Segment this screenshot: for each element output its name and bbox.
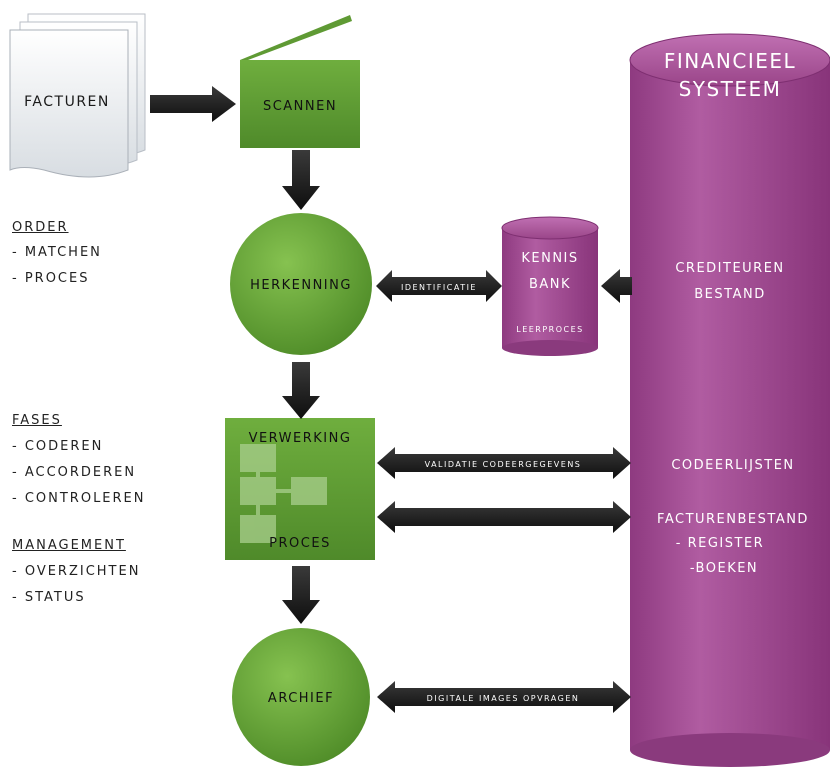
digital-images-label: DIGITALE IMAGES OPVRAGEN — [427, 694, 580, 703]
creditors-file-label-2: BESTAND — [694, 287, 765, 302]
digital-images-double-arrow: DIGITALE IMAGES OPVRAGEN — [377, 681, 631, 713]
invoice-file-label: FACTURENBESTAND — [657, 512, 809, 527]
management-item-status: - STATUS — [12, 590, 86, 605]
financial-system-cylinder: FINANCIEEL SYSTEEM CREDITEUREN BESTAND C… — [629, 33, 830, 767]
knowledge-bank-cylinder: KENNIS BANK LEERPROCES — [501, 216, 599, 356]
financial-system-title-2: SYSTEEM — [679, 77, 782, 101]
processing-box: VERWERKING PROCES — [225, 418, 375, 560]
scanner-box: SCANNEN — [240, 15, 360, 148]
processing-subtitle: PROCES — [269, 536, 331, 551]
archive-circle: ARCHIEF — [232, 628, 370, 766]
validation-double-arrow: VALIDATIE CODEERGEGEVENS — [377, 447, 631, 479]
arrow-invoices-to-scan — [150, 86, 236, 122]
recognition-label: HERKENNING — [250, 278, 352, 293]
knowledge-bank-label-2: BANK — [529, 277, 571, 292]
phases-item-coding: - CODEREN — [12, 439, 104, 454]
order-item-match: - MATCHEN — [12, 245, 102, 260]
invoice-register-label: - REGISTER — [676, 536, 764, 551]
processing-title: VERWERKING — [249, 431, 352, 446]
code-lists-label: CODEERLIJSTEN — [671, 458, 794, 473]
identification-double-arrow: IDENTIFICATIE — [376, 270, 502, 302]
invoice-book-label: -BOEKEN — [690, 561, 758, 576]
order-item-process: - PROCES — [12, 271, 90, 286]
learning-process-label: LEERPROCES — [516, 325, 584, 334]
process-flow-icon — [240, 444, 327, 543]
phases-item-approving: - ACCORDEREN — [12, 465, 137, 480]
knowledge-bank-label-1: KENNIS — [521, 251, 578, 266]
arrow-scan-to-recognition — [282, 150, 320, 210]
invoices-label: FACTUREN — [24, 94, 110, 110]
management-heading: MANAGEMENT — [12, 538, 126, 553]
arrow-processing-to-archive — [282, 566, 320, 624]
order-heading: ORDER — [12, 220, 69, 235]
arrow-recognition-to-processing — [282, 362, 320, 419]
creditors-file-label-1: CREDITEUREN — [675, 261, 784, 276]
validation-label: VALIDATIE CODEERGEGEVENS — [425, 460, 582, 469]
arrow-system-to-knowledge-bank — [601, 269, 632, 303]
archive-label: ARCHIEF — [268, 691, 334, 706]
identification-label: IDENTIFICATIE — [401, 283, 477, 292]
scan-label: SCANNEN — [263, 99, 337, 114]
phases-heading: FASES — [12, 413, 62, 428]
management-item-overviews: - OVERZICHTEN — [12, 564, 141, 579]
invoice-documents: FACTUREN — [9, 13, 146, 178]
financial-system-title-1: FINANCIEEL — [664, 49, 796, 73]
invoice-file-double-arrow — [377, 501, 631, 533]
phases-item-checking: - CONTROLEREN — [12, 491, 146, 506]
recognition-circle: HERKENNING — [230, 213, 372, 355]
